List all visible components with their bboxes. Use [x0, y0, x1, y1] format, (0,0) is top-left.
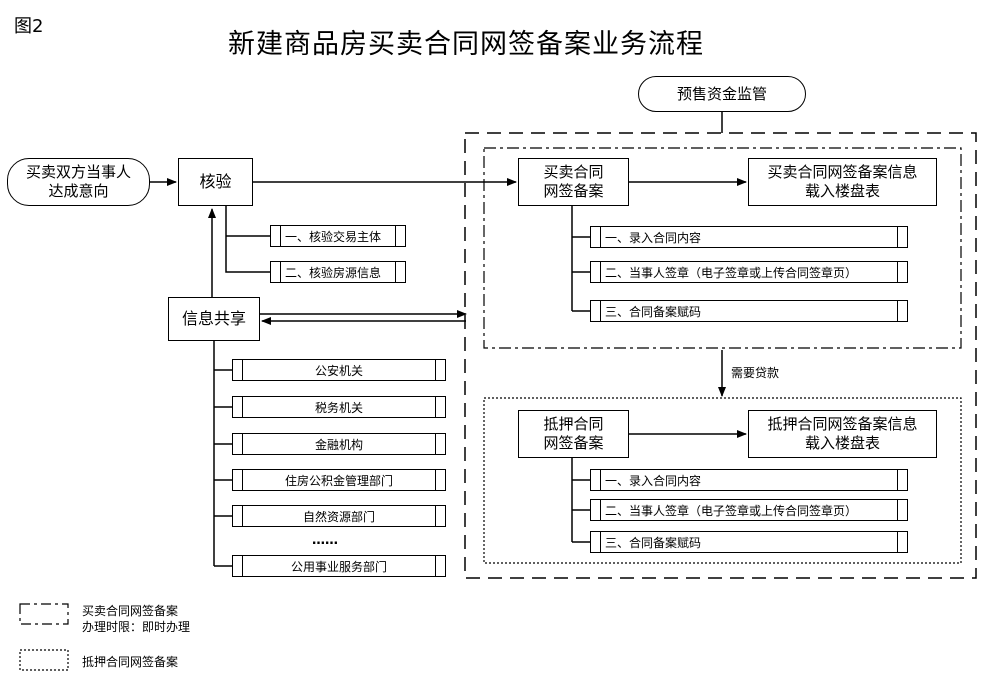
parties-intent-node: 买卖双方当事人 达成意向 [7, 158, 150, 206]
loan-label: 需要贷款 [731, 366, 780, 380]
legend-dashdot-label-1: 买卖合同网签备案 [82, 604, 179, 618]
diagram-title: 新建商品房买卖合同网签备案业务流程 [228, 29, 704, 60]
mortgage-step-1: 一、录入合同内容 [590, 469, 908, 491]
mortgage-step-2: 二、当事人签章（电子签章或上传合同签章页） [590, 499, 908, 521]
parties-intent-label: 买卖双方当事人 达成意向 [25, 163, 131, 200]
figure-label: 图2 [14, 16, 44, 37]
outer-dashed-frame [464, 132, 977, 579]
mortgage-contract-load-label: 抵押合同网签备案信息 载入楼盘表 [767, 415, 918, 452]
sales-contract-label: 买卖合同 网签备案 [543, 163, 604, 200]
sales-step-3: 三、合同备案赋码 [590, 300, 908, 322]
sales-contract-load-node: 买卖合同网签备案信息 载入楼盘表 [748, 158, 937, 206]
info-sharing-node: 信息共享 [168, 297, 260, 341]
mortgage-contract-label: 抵押合同 网签备案 [543, 415, 604, 452]
dept-public-security: 公安机关 [232, 359, 446, 381]
sales-contract-load-label: 买卖合同网签备案信息 载入楼盘表 [767, 163, 918, 200]
dept-finance: 金融机构 [232, 433, 446, 455]
legend-dotted-label: 抵押合同网签备案 [82, 655, 179, 669]
info-sharing-label: 信息共享 [181, 309, 246, 328]
verify-label: 核验 [199, 172, 232, 191]
legend-dotted-symbol [19, 649, 69, 671]
mortgage-contract-node: 抵押合同 网签备案 [518, 410, 629, 458]
dept-natural-resources: 自然资源部门 [232, 505, 446, 527]
verify-step-1: 一、核验交易主体 [270, 225, 406, 247]
dept-housing-fund: 住房公积金管理部门 [232, 469, 446, 491]
mortgage-contract-load-node: 抵押合同网签备案信息 载入楼盘表 [748, 410, 937, 458]
sales-step-2: 二、当事人签章（电子签章或上传合同签章页） [590, 261, 908, 283]
dept-tax: 税务机关 [232, 396, 446, 418]
verify-node: 核验 [178, 158, 253, 206]
dept-public-utilities: 公用事业服务部门 [232, 555, 446, 577]
sales-step-1: 一、录入合同内容 [590, 226, 908, 248]
presale-supervision-label: 预售资金监管 [676, 84, 767, 103]
verify-step-2: 二、核验房源信息 [270, 261, 406, 283]
presale-supervision-node: 预售资金监管 [638, 76, 806, 112]
sales-dashdot-frame [483, 147, 962, 349]
mortgage-step-3: 三、合同备案赋码 [590, 531, 908, 553]
mortgage-dotted-frame [483, 397, 962, 564]
legend-dashdot-label-2: 办理时限：即时办理 [82, 620, 191, 634]
legend-dashdot-symbol [19, 603, 69, 625]
sales-contract-node: 买卖合同 网签备案 [518, 158, 629, 206]
dept-ellipsis: …… [312, 533, 338, 548]
